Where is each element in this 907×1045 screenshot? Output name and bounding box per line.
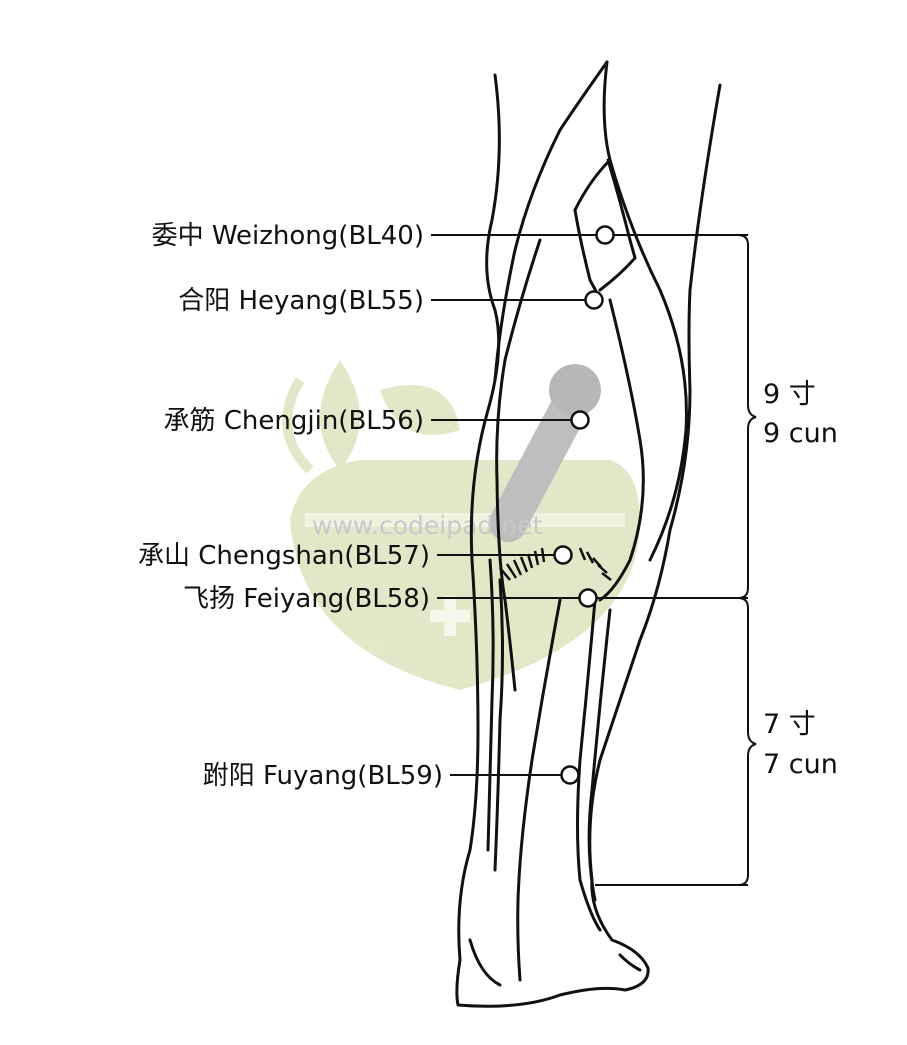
point-bl57-marker[interactable] xyxy=(553,545,573,565)
point-bl55-marker[interactable] xyxy=(584,290,604,310)
label-bl57: 承山 Chengshan(BL57) xyxy=(138,541,430,571)
point-bl58-marker[interactable] xyxy=(578,588,598,608)
watermark-text: www.codeipad.net xyxy=(312,511,542,540)
point-bl40-marker[interactable] xyxy=(595,225,615,245)
measure-9-value: 9 寸 xyxy=(763,379,816,410)
label-bl55: 合阳 Heyang(BL55) xyxy=(178,286,424,316)
acupoint-markers xyxy=(553,225,615,785)
label-bl56: 承筋 Chengjin(BL56) xyxy=(164,406,425,436)
point-bl56-marker[interactable] xyxy=(570,410,590,430)
point-bl59-marker[interactable] xyxy=(560,765,580,785)
measurement-brackets xyxy=(737,234,757,886)
leg-outline xyxy=(455,60,722,1008)
measure-7-unit: 7 cun xyxy=(763,749,838,780)
label-bl59: 跗阳 Fuyang(BL59) xyxy=(203,761,443,791)
point-labels: 委中 Weizhong(BL40) 合阳 Heyang(BL55) 承筋 Che… xyxy=(138,221,443,791)
muscle-hatching xyxy=(499,547,612,581)
measure-7-value: 7 寸 xyxy=(763,709,816,740)
measure-9-unit: 9 cun xyxy=(763,418,838,449)
measurement-labels: 9 寸 9 cun 7 寸 7 cun xyxy=(763,379,838,780)
label-bl40: 委中 Weizhong(BL40) xyxy=(152,221,424,251)
point-leaders xyxy=(431,234,748,886)
label-bl58: 飞扬 Feiyang(BL58) xyxy=(183,584,430,614)
